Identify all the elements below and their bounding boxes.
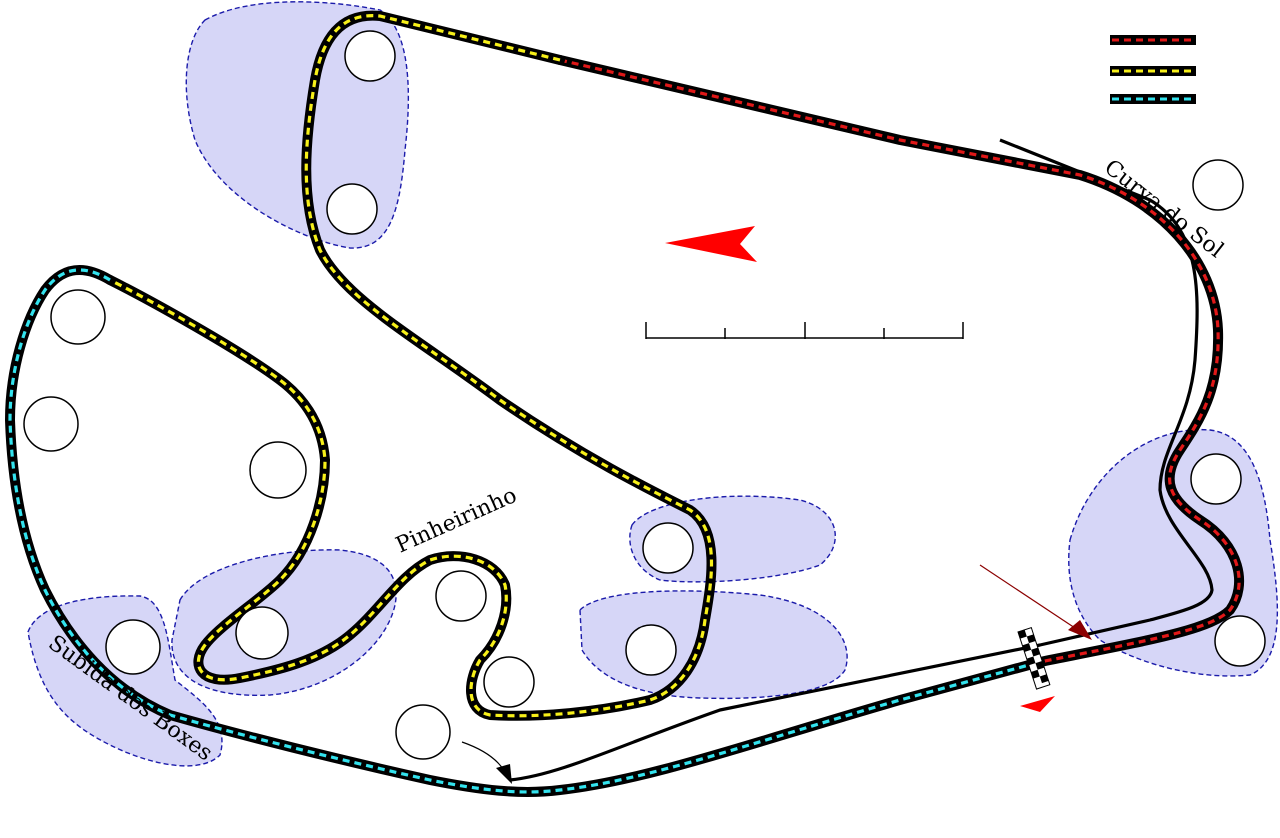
label-pinheirinho: Pinheirinho bbox=[392, 483, 520, 558]
legend bbox=[1110, 35, 1196, 104]
turn-marker bbox=[235, 606, 289, 660]
turn-marker bbox=[249, 441, 307, 499]
pointer-arrow-icon bbox=[461, 741, 512, 784]
turn-markers bbox=[23, 30, 1266, 760]
track-sector-2 bbox=[105, 10, 717, 721]
turn-marker bbox=[1192, 159, 1244, 211]
turn-marker bbox=[642, 522, 694, 574]
legend-sector-2 bbox=[1110, 66, 1196, 76]
turn-marker bbox=[326, 183, 378, 235]
zone-juncao bbox=[579, 590, 848, 700]
start-direction-arrow-icon bbox=[1020, 696, 1055, 712]
turn-marker bbox=[435, 570, 487, 622]
pit-lane bbox=[509, 138, 1214, 782]
pit-pointer-arrow-icon bbox=[979, 564, 1092, 640]
turn-marker bbox=[395, 704, 451, 760]
turn-marker bbox=[105, 619, 161, 675]
turn-marker bbox=[50, 289, 106, 345]
turn-marker bbox=[23, 396, 79, 452]
scale-bar bbox=[645, 322, 964, 339]
turn-marker bbox=[625, 624, 677, 676]
track-sector-1 bbox=[555, 55, 1245, 667]
direction-arrow-icon bbox=[665, 226, 757, 262]
turn-marker bbox=[1190, 453, 1242, 505]
turn-marker bbox=[344, 30, 396, 82]
track-sector-3 bbox=[5, 264, 1045, 797]
turn-marker bbox=[483, 656, 535, 708]
legend-sector-3 bbox=[1110, 94, 1196, 104]
checkered-flag-icon bbox=[1017, 627, 1051, 690]
turn-marker bbox=[1214, 615, 1266, 667]
highlight-zones bbox=[27, 1, 1279, 767]
legend-sector-1 bbox=[1110, 35, 1196, 45]
